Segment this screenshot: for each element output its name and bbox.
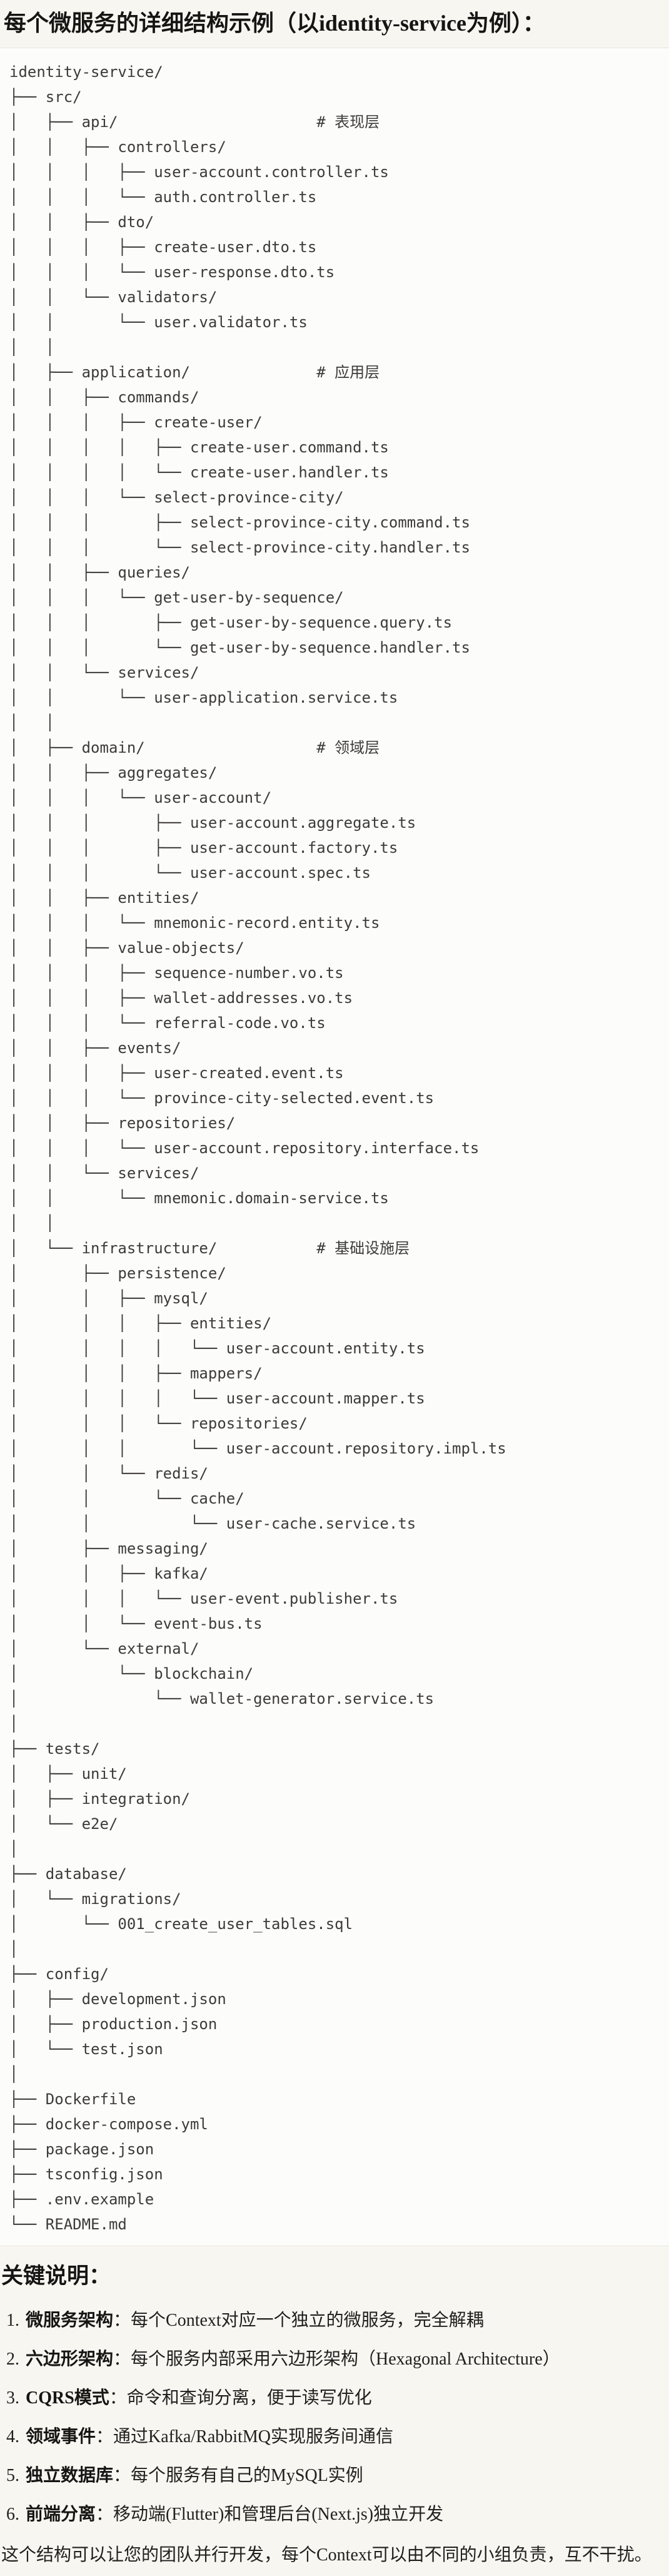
closing-paragraph: 这个结构可以让您的团队并行开发，每个Context可以由不同的小组负责，互不干扰… [1,2545,652,2565]
list-item: 2. 六边形架构：每个服务内部采用六边形架构（Hexagonal Architec… [6,2346,664,2373]
notes-section: 关键说明： 1. 微服务架构：每个Context对应一个独立的微服务，完全解耦 2… [0,2263,669,2569]
directory-tree: identity-service/ ├── src/ │ ├── api/ # … [9,63,506,2233]
list-item-number: 4. [6,2427,19,2446]
list-item-number: 2. [6,2349,19,2369]
list-item-text: ：每个服务有自己的MySQL实例 [113,2466,363,2485]
list-item-text: ：命令和查询分离，便于读写优化 [109,2388,372,2408]
list-item-text: ：通过Kafka/RabbitMQ实现服务间通信 [96,2427,393,2446]
list-item-label: 独立数据库 [26,2466,114,2485]
list-item-number: 5. [6,2466,19,2485]
code-block: identity-service/ ├── src/ │ ├── api/ # … [0,48,669,2246]
list-item-text: ：每个服务内部采用六边形架构（Hexagonal Architecture） [113,2349,560,2369]
list-item: 4. 领域事件：通过Kafka/RabbitMQ实现服务间通信 [6,2424,664,2450]
list-item: 6. 前端分离：移动端(Flutter)和管理后台(Next.js)独立开发 [6,2502,664,2528]
list-item-number: 6. [6,2505,19,2524]
list-item-label: CQRS模式 [26,2388,109,2408]
list-item: 5. 独立数据库：每个服务有自己的MySQL实例 [6,2463,664,2489]
notes-heading: 关键说明： [1,2264,111,2288]
list-item: 1. 微服务架构：每个Context对应一个独立的微服务，完全解耦 [6,2308,664,2334]
list-item-label: 前端分离 [26,2505,96,2524]
list-item-label: 领域事件 [26,2427,96,2446]
list-item-text: ：每个Context对应一个独立的微服务，完全解耦 [113,2311,484,2330]
list-item-text: ：移动端(Flutter)和管理后台(Next.js)独立开发 [96,2505,444,2524]
page-title: 每个微服务的详细结构示例（以identity-service为例）： [4,11,545,36]
list-item-number: 3. [6,2388,19,2408]
list-item-label: 微服务架构 [26,2311,114,2330]
list-item: 3. CQRS模式：命令和查询分离，便于读写优化 [6,2385,664,2411]
notes-list: 1. 微服务架构：每个Context对应一个独立的微服务，完全解耦 2. 六边形架构… [1,2308,664,2528]
list-item-label: 六边形架构 [26,2349,114,2369]
list-item-number: 1. [6,2311,19,2330]
